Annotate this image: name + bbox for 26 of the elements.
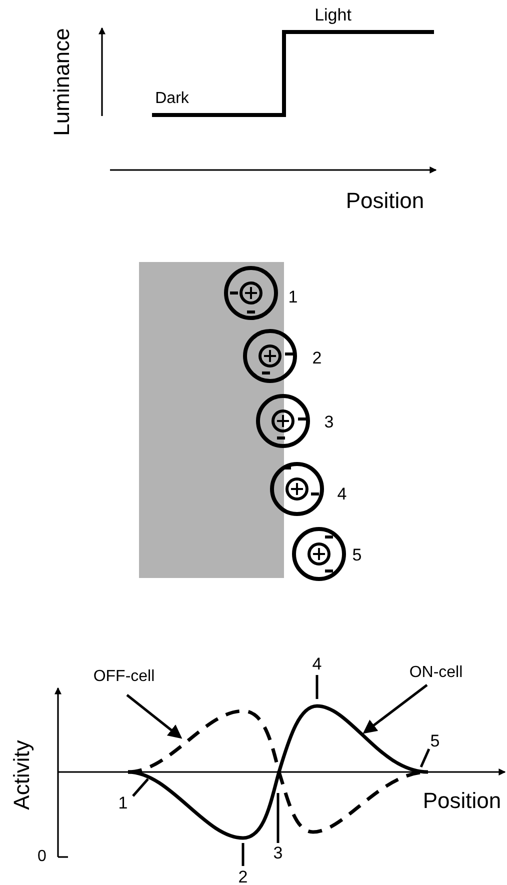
callout-number: 5 bbox=[430, 732, 440, 750]
callout-number: 4 bbox=[337, 486, 347, 502]
callout-number: 2 bbox=[238, 868, 248, 885]
axis-title: Position bbox=[346, 190, 424, 212]
leader-line bbox=[420, 748, 430, 768]
leader-line bbox=[132, 778, 149, 797]
axis-title: Position bbox=[422, 790, 502, 812]
region-label: Dark bbox=[155, 91, 189, 107]
region-label: Light bbox=[314, 6, 352, 24]
callout-number: 3 bbox=[324, 414, 334, 430]
leader-line bbox=[276, 793, 280, 843]
callout-number: 2 bbox=[312, 350, 322, 366]
axis-title: Luminance bbox=[51, 28, 73, 136]
leader-line bbox=[242, 843, 244, 866]
leader-arrow bbox=[126, 694, 182, 739]
callout-number: 3 bbox=[273, 844, 283, 862]
callout-number: 5 bbox=[352, 546, 362, 564]
callout-number: 1 bbox=[288, 288, 298, 306]
curve-label: ON-cell bbox=[409, 665, 463, 681]
leader-arrow bbox=[362, 684, 428, 734]
callout-number: 1 bbox=[118, 794, 128, 812]
axis-title: Activity bbox=[11, 740, 33, 810]
curve-label: OFF-cell bbox=[93, 669, 155, 685]
leader-line bbox=[316, 675, 318, 699]
callout-number: 4 bbox=[312, 656, 322, 672]
axis-tick-label: 0 bbox=[38, 849, 46, 865]
